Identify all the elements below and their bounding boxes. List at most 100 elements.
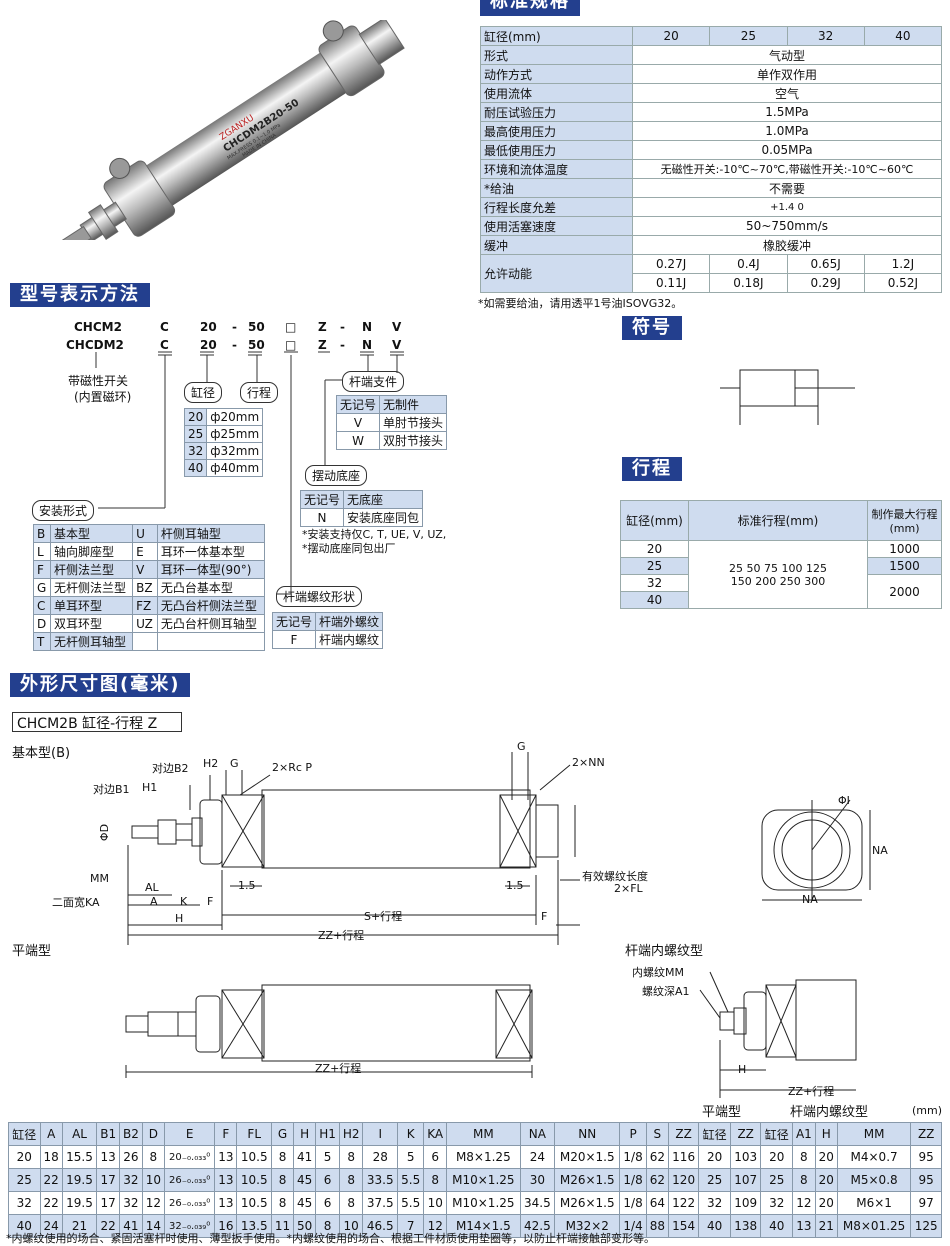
mount-desc: 无凸台杆侧耳轴型: [156, 614, 266, 633]
dim-cell: M26×1.5: [554, 1168, 621, 1192]
bore-code: 20: [183, 408, 208, 426]
dim-cell: 45: [293, 1168, 317, 1192]
code-stroke: 50: [248, 338, 265, 352]
code-rod-end: V: [392, 338, 402, 352]
mount-desc: 单耳环型: [49, 596, 134, 615]
dim-cell: 8: [338, 1191, 364, 1215]
bore-code: 25: [183, 425, 208, 443]
dim-header: F: [214, 1122, 238, 1146]
dim-header: H: [293, 1122, 317, 1146]
dim-header: D: [141, 1122, 165, 1146]
dim-cell: 13: [214, 1145, 238, 1169]
mount-desc: 杆侧法兰型: [49, 560, 134, 579]
bore-size: ф40mm: [206, 459, 264, 477]
lbl-h2: H2: [203, 757, 219, 770]
code-dash: -: [340, 338, 345, 352]
swing-note-2: *摆动底座同包出厂: [302, 542, 396, 555]
lbl-phi: ΦI: [838, 794, 850, 807]
dim-cell: 32₋₀.₀₃₉⁰: [163, 1214, 216, 1238]
dim-header: MM: [836, 1122, 912, 1146]
code-mount: C: [160, 338, 169, 352]
dim-header: H1: [315, 1122, 340, 1146]
max-stroke: 2000: [867, 574, 942, 609]
dim-cell: 8: [271, 1145, 295, 1169]
basic-label: 基本型(B): [12, 746, 71, 761]
dims-title: 外形尺寸图(毫米): [10, 673, 191, 697]
dim-cell: 16: [214, 1214, 238, 1238]
dim-cell: 6: [423, 1145, 448, 1169]
code-mount: C: [160, 320, 169, 334]
code-series: CHCM2: [74, 320, 122, 334]
dim-header: 缸径: [698, 1122, 731, 1146]
code-swing: N: [362, 320, 373, 334]
rod-end-desc: 双肘节接头: [379, 431, 448, 450]
dim-cell: 7: [397, 1214, 425, 1238]
swing-note-1: *安装支持仅C, T, UE, V, UZ,: [302, 528, 447, 541]
mount-code: UZ: [132, 614, 158, 633]
symbol-title: 符号: [622, 316, 682, 340]
code-stroke: 50: [248, 320, 265, 334]
dim-header: S: [645, 1122, 669, 1146]
dim-header: ZZ: [667, 1122, 700, 1146]
dim-cell: 8: [271, 1168, 295, 1192]
swing-code: N: [299, 508, 345, 527]
rod-end-box: 杆端支件: [342, 371, 405, 392]
mount-desc: 双耳环型: [49, 614, 134, 633]
mount-desc: 杆侧耳轴型: [156, 524, 266, 543]
dim-cell: M8×1.25: [446, 1145, 521, 1169]
dim-cell: 26₋₀.₀₃₃⁰: [163, 1191, 216, 1215]
dim-cell: 25: [760, 1168, 794, 1192]
dim-cell: M6×1: [836, 1191, 912, 1215]
stroke-h1: 缸径(mm): [620, 500, 689, 541]
code-swing: N: [362, 338, 373, 352]
bore-code: 40: [183, 459, 208, 477]
dim-cell: 24: [39, 1214, 63, 1238]
stroke-bore: 25: [620, 557, 689, 575]
dim-cell: 62: [645, 1145, 669, 1169]
dim-cell: 32: [8, 1191, 41, 1215]
mag-label-2: (内置磁环): [74, 390, 132, 404]
dim-header: FL: [236, 1122, 273, 1146]
lbl-k: K: [180, 895, 188, 908]
lbl-na: NA: [872, 844, 888, 857]
dim-cell: 12: [792, 1191, 816, 1215]
footnote: *内螺纹使用的场合、紧固活塞杆时使用、薄型扳手使用。*内螺纹使用的场合、根据工件…: [6, 1232, 655, 1245]
spec-key: 行程长度允差: [480, 197, 633, 217]
dim-cell: 19.5: [61, 1168, 98, 1192]
dim-cell: 95: [910, 1168, 942, 1192]
dim-cell: 22: [39, 1168, 63, 1192]
dim-cell: 95: [910, 1145, 942, 1169]
lbl-b2: 对边B2: [152, 762, 189, 775]
lbl-flat-zz: ZZ+行程: [315, 1062, 362, 1075]
dim-cell: 26₋₀.₀₃₃⁰: [163, 1168, 216, 1192]
mount-code: FZ: [132, 596, 158, 615]
dim-cell: M14×1.5: [446, 1214, 521, 1238]
lbl-h: H: [175, 912, 184, 925]
dim-cell: 8: [423, 1168, 448, 1192]
mount-code: T: [33, 632, 51, 651]
dim-cell: 10.5: [236, 1145, 273, 1169]
lbl-b1: 对边B1: [93, 783, 130, 796]
bore-box: 缸径: [184, 382, 223, 403]
dim-header: KA: [423, 1122, 448, 1146]
thread-box: 杆端螺纹形状: [276, 586, 363, 607]
dim-cell: 22: [96, 1214, 121, 1238]
dim-cell: 1/8: [619, 1191, 647, 1215]
dim-cell: 25: [8, 1168, 41, 1192]
dim-cell: 5.5: [397, 1168, 425, 1192]
dim-cell: 122: [667, 1191, 700, 1215]
swing-box: 摆动底座: [305, 465, 368, 486]
dim-cell: 13.5: [236, 1214, 273, 1238]
energy-value: 0.29J: [786, 273, 865, 293]
rod-end-desc: 单肘节接头: [379, 413, 448, 432]
dim-header: E: [163, 1122, 216, 1146]
dim-cell: 14: [141, 1214, 165, 1238]
std-stroke-2: 150 200 250 300: [730, 574, 826, 588]
dim-header: A1: [792, 1122, 816, 1146]
dim-cell: 24: [519, 1145, 556, 1169]
spec-note: *如需要给油，请用透平1号油ISOVG32。: [478, 297, 683, 310]
lbl-mm: MM: [90, 872, 109, 885]
